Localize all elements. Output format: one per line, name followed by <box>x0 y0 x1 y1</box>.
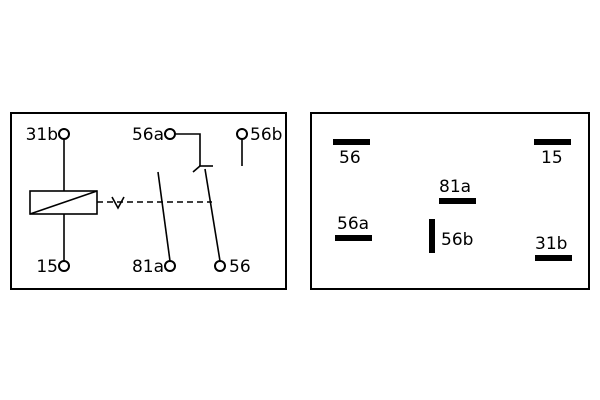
pin-blade-56b <box>429 219 435 253</box>
switch-arm-81a <box>157 171 171 262</box>
switch-arm-56 <box>204 168 221 262</box>
pin-blade-15 <box>534 139 571 145</box>
terminal-81a <box>164 260 176 272</box>
pin-label-56a: 56a <box>337 214 369 234</box>
terminal-label-31b: 31b <box>26 125 58 145</box>
pinout-drawing: 56 15 81a 56a 56b 31b <box>333 139 572 261</box>
pin-blade-56 <box>333 139 370 145</box>
pin-blade-56a <box>335 235 372 241</box>
terminal-56 <box>214 260 226 272</box>
pin-label-15: 15 <box>541 148 563 168</box>
pin-label-81a: 81a <box>439 177 471 197</box>
pin-label-31b: 31b <box>535 234 567 254</box>
terminal-label-81a: 81a <box>132 257 164 277</box>
terminal-56b <box>236 128 248 140</box>
terminal-label-56: 56 <box>229 257 251 277</box>
actuator-notch <box>111 196 125 210</box>
terminal-label-56b: 56b <box>250 125 282 145</box>
pin-blade-31b <box>535 255 572 261</box>
pinout-panel: 56 15 81a 56a 56b 31b <box>310 112 590 290</box>
pin-label-56: 56 <box>339 148 361 168</box>
terminal-label-15: 15 <box>36 257 58 277</box>
wiring <box>29 133 243 262</box>
schematic-drawing: 31b 56a 56b 15 81a 56 <box>26 125 283 277</box>
terminal-label-56a: 56a <box>132 125 164 145</box>
schematic-panel: 31b 56a 56b 15 81a 56 <box>10 112 287 290</box>
pin-label-56b: 56b <box>441 230 473 250</box>
terminal-15 <box>58 260 70 272</box>
pin-blade-81a <box>439 198 476 204</box>
terminal-56a <box>164 128 176 140</box>
terminal-31b <box>58 128 70 140</box>
